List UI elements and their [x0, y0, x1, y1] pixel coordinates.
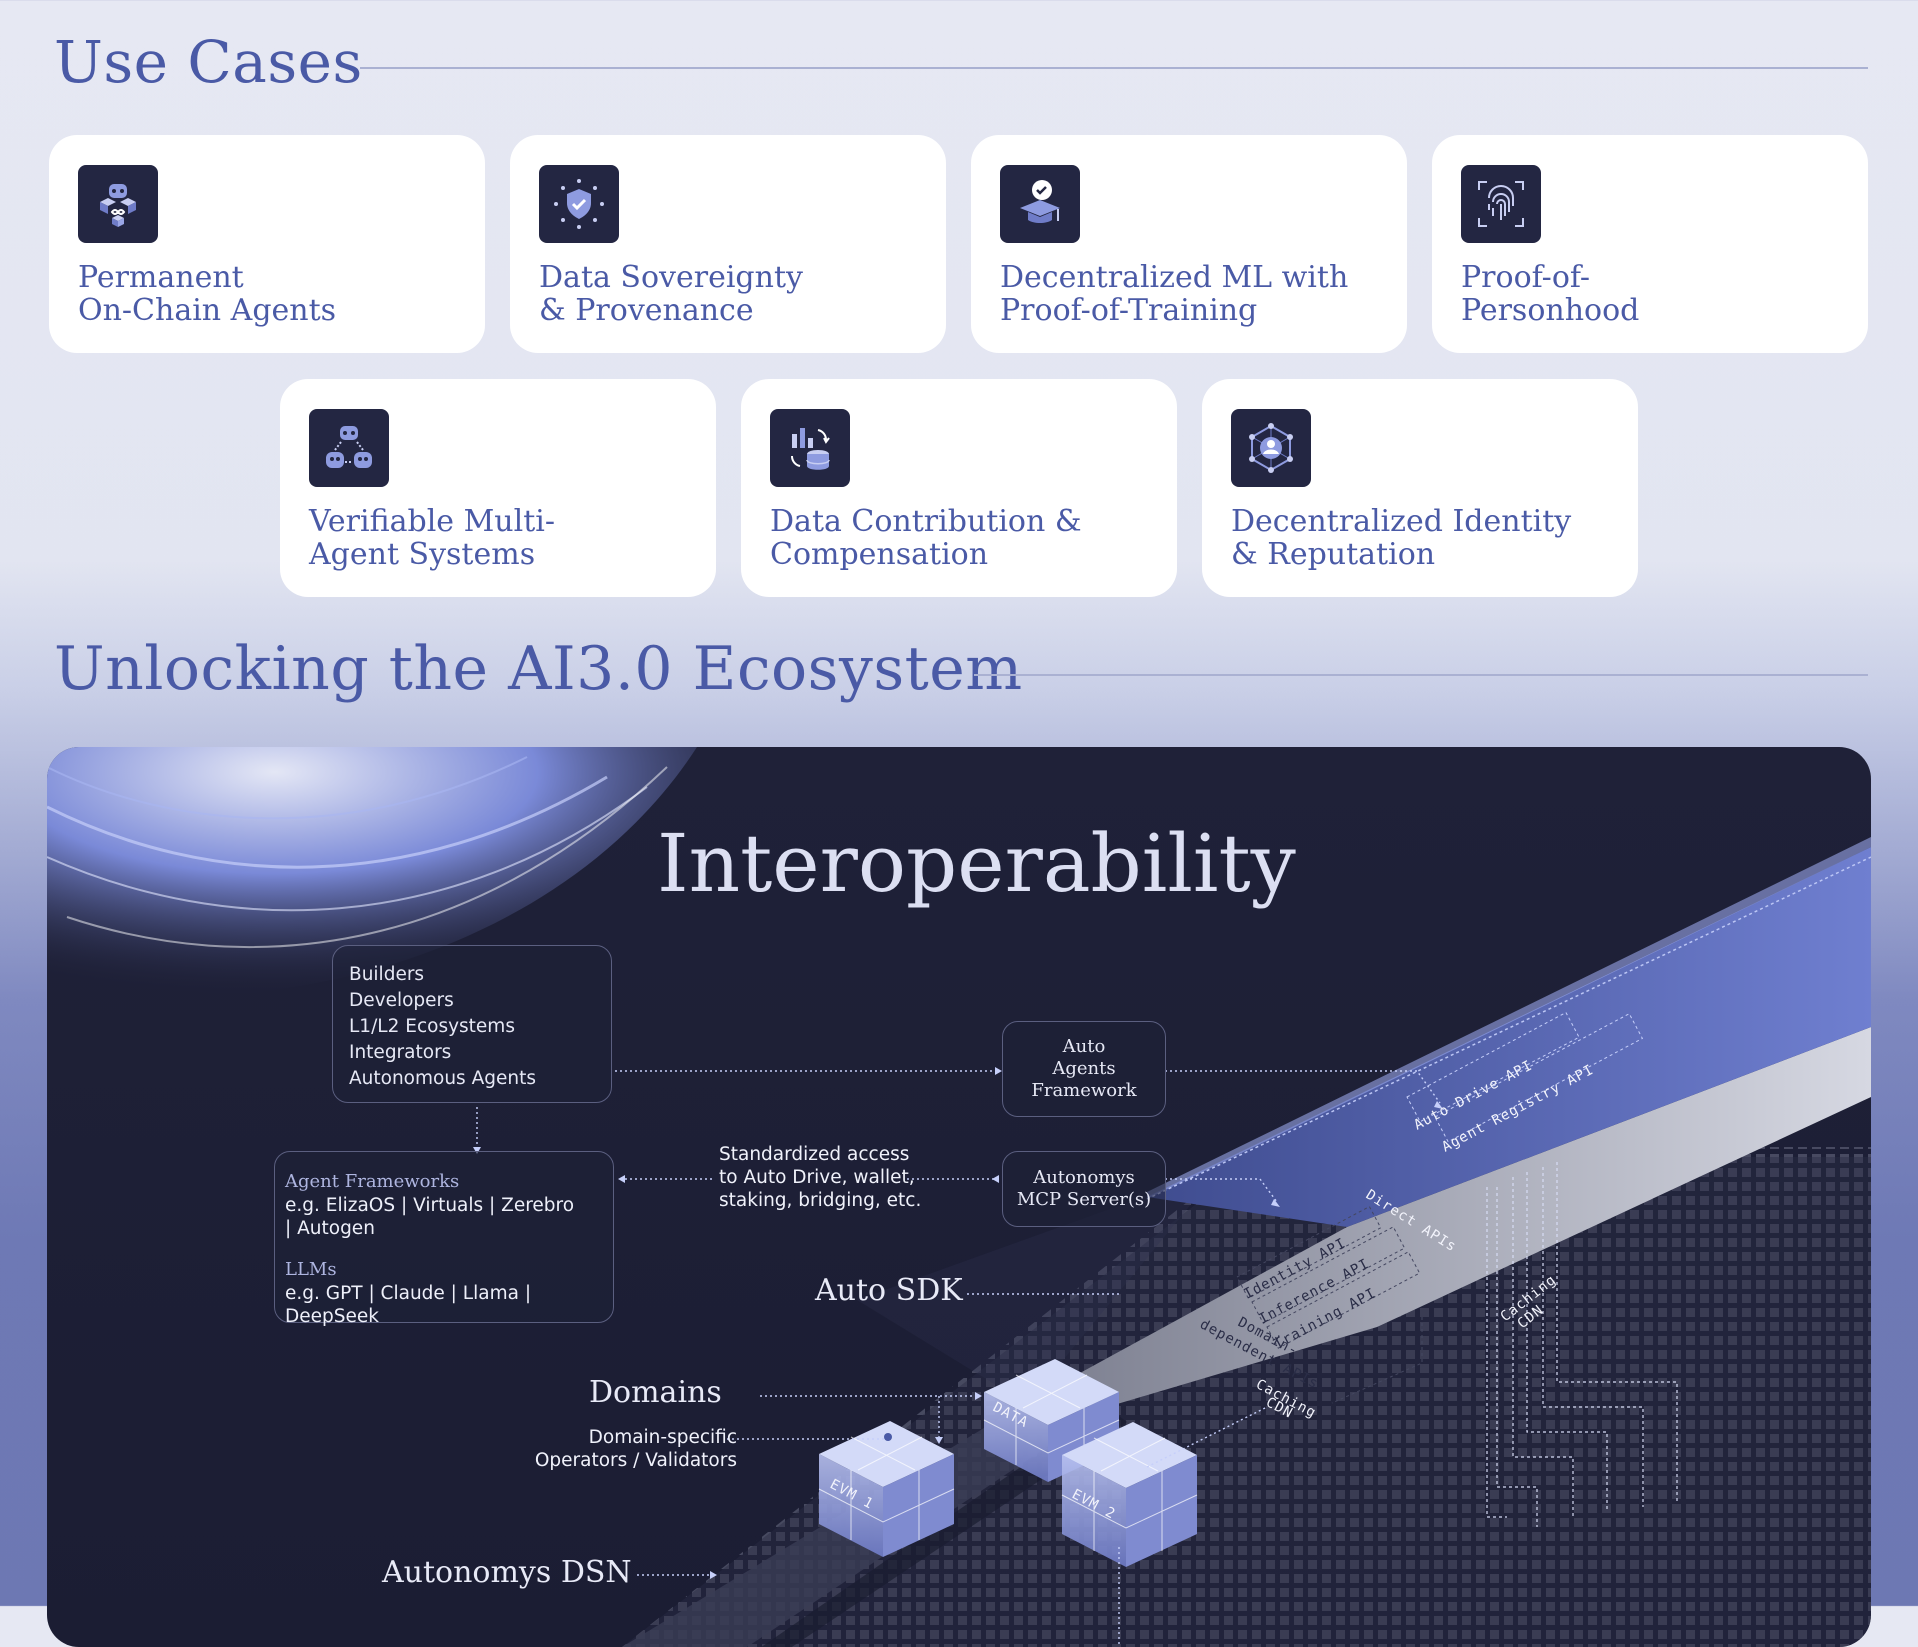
frameworks-box: Agent Frameworks e.g. ElizaOS | Virtuals… [274, 1151, 614, 1327]
agent-frameworks-examples: e.g. ElizaOS | Virtuals | Zerebro | Auto… [285, 1195, 575, 1239]
use-case-label: Decentralized ML with Proof-of-Training [1000, 260, 1349, 328]
use-case-label: Decentralized Identity & Reputation [1231, 504, 1572, 572]
evm1-cube [818, 1421, 955, 1557]
audience-item: Developers [349, 990, 454, 1011]
connector-lines [476, 1070, 1441, 1647]
use-case-label: Proof-of- Personhood [1461, 260, 1640, 328]
llms-heading: LLMs [285, 1259, 337, 1280]
section-divider [360, 67, 1868, 69]
audience-item: Builders [349, 964, 425, 985]
fingerprint-icon [1461, 165, 1541, 243]
use-case-card[interactable]: Verifiable Multi- Agent Systems [280, 379, 716, 597]
multi-robot-icon [309, 409, 389, 487]
auto-agents-framework-label: Auto Agents Framework [1031, 1036, 1137, 1101]
connector-arrowheads [473, 1067, 1443, 1579]
shield-check-icon [539, 165, 619, 243]
auto-sdk-label: Auto SDK [815, 1273, 963, 1308]
use-case-card[interactable]: Permanent On-Chain Agents [49, 135, 485, 353]
use-case-card[interactable]: Data Contribution & Compensation [741, 379, 1177, 597]
llms-examples: e.g. GPT | Claude | Llama | DeepSeek [285, 1283, 532, 1327]
diagram-artwork: Auto Drive API Agent Registry API Direct… [47, 747, 1871, 1647]
interoperability-diagram: Auto Drive API Agent Registry API Direct… [47, 747, 1871, 1647]
use-case-label: Permanent On-Chain Agents [78, 260, 337, 328]
planet-swirl-graphic [47, 747, 697, 998]
dsn-label: Autonomys DSN [382, 1555, 632, 1590]
ecosystem-title: Unlocking the AI3.0 Ecosystem [54, 634, 1023, 704]
evm2-cube [1061, 1422, 1198, 1567]
use-case-card[interactable]: Decentralized ML with Proof-of-Training [971, 135, 1407, 353]
audience-item: Integrators [349, 1042, 452, 1063]
chart-coins-icon [770, 409, 850, 487]
mcp-servers-box: Autonomys MCP Server(s) [1002, 1151, 1166, 1227]
use-case-label: Data Sovereignty & Provenance [539, 260, 803, 328]
robot-agents-icon [78, 165, 158, 243]
section-divider [974, 674, 1868, 676]
use-case-card[interactable]: Data Sovereignty & Provenance [510, 135, 946, 353]
auto-agents-framework-box: Auto Agents Framework [1002, 1021, 1166, 1117]
use-case-label: Data Contribution & Compensation [770, 504, 1082, 572]
mcp-servers-label: Autonomys MCP Server(s) [1016, 1167, 1152, 1210]
agent-frameworks-heading: Agent Frameworks [285, 1171, 460, 1192]
use-case-card[interactable]: Decentralized Identity & Reputation [1202, 379, 1638, 597]
audience-box: Builders Developers L1/L2 Ecosystems Int… [332, 945, 612, 1103]
audience-item: L1/L2 Ecosystems [349, 1016, 515, 1037]
identity-network-icon [1231, 409, 1311, 487]
standardized-access-note: Standardized access to Auto Drive, walle… [719, 1144, 922, 1211]
domains-label: Domains [589, 1375, 722, 1410]
audience-item: Autonomous Agents [349, 1068, 536, 1089]
operators-label: Domain-specific Operators / Validators [534, 1427, 737, 1471]
use-case-card[interactable]: Proof-of- Personhood [1432, 135, 1868, 353]
use-case-label: Verifiable Multi- Agent Systems [309, 504, 556, 572]
platform-layers [622, 837, 1871, 1647]
graduation-cap-badge-icon [1000, 165, 1080, 243]
diagram-title: Interoperability [657, 817, 1296, 910]
use-cases-title: Use Cases [54, 28, 363, 96]
